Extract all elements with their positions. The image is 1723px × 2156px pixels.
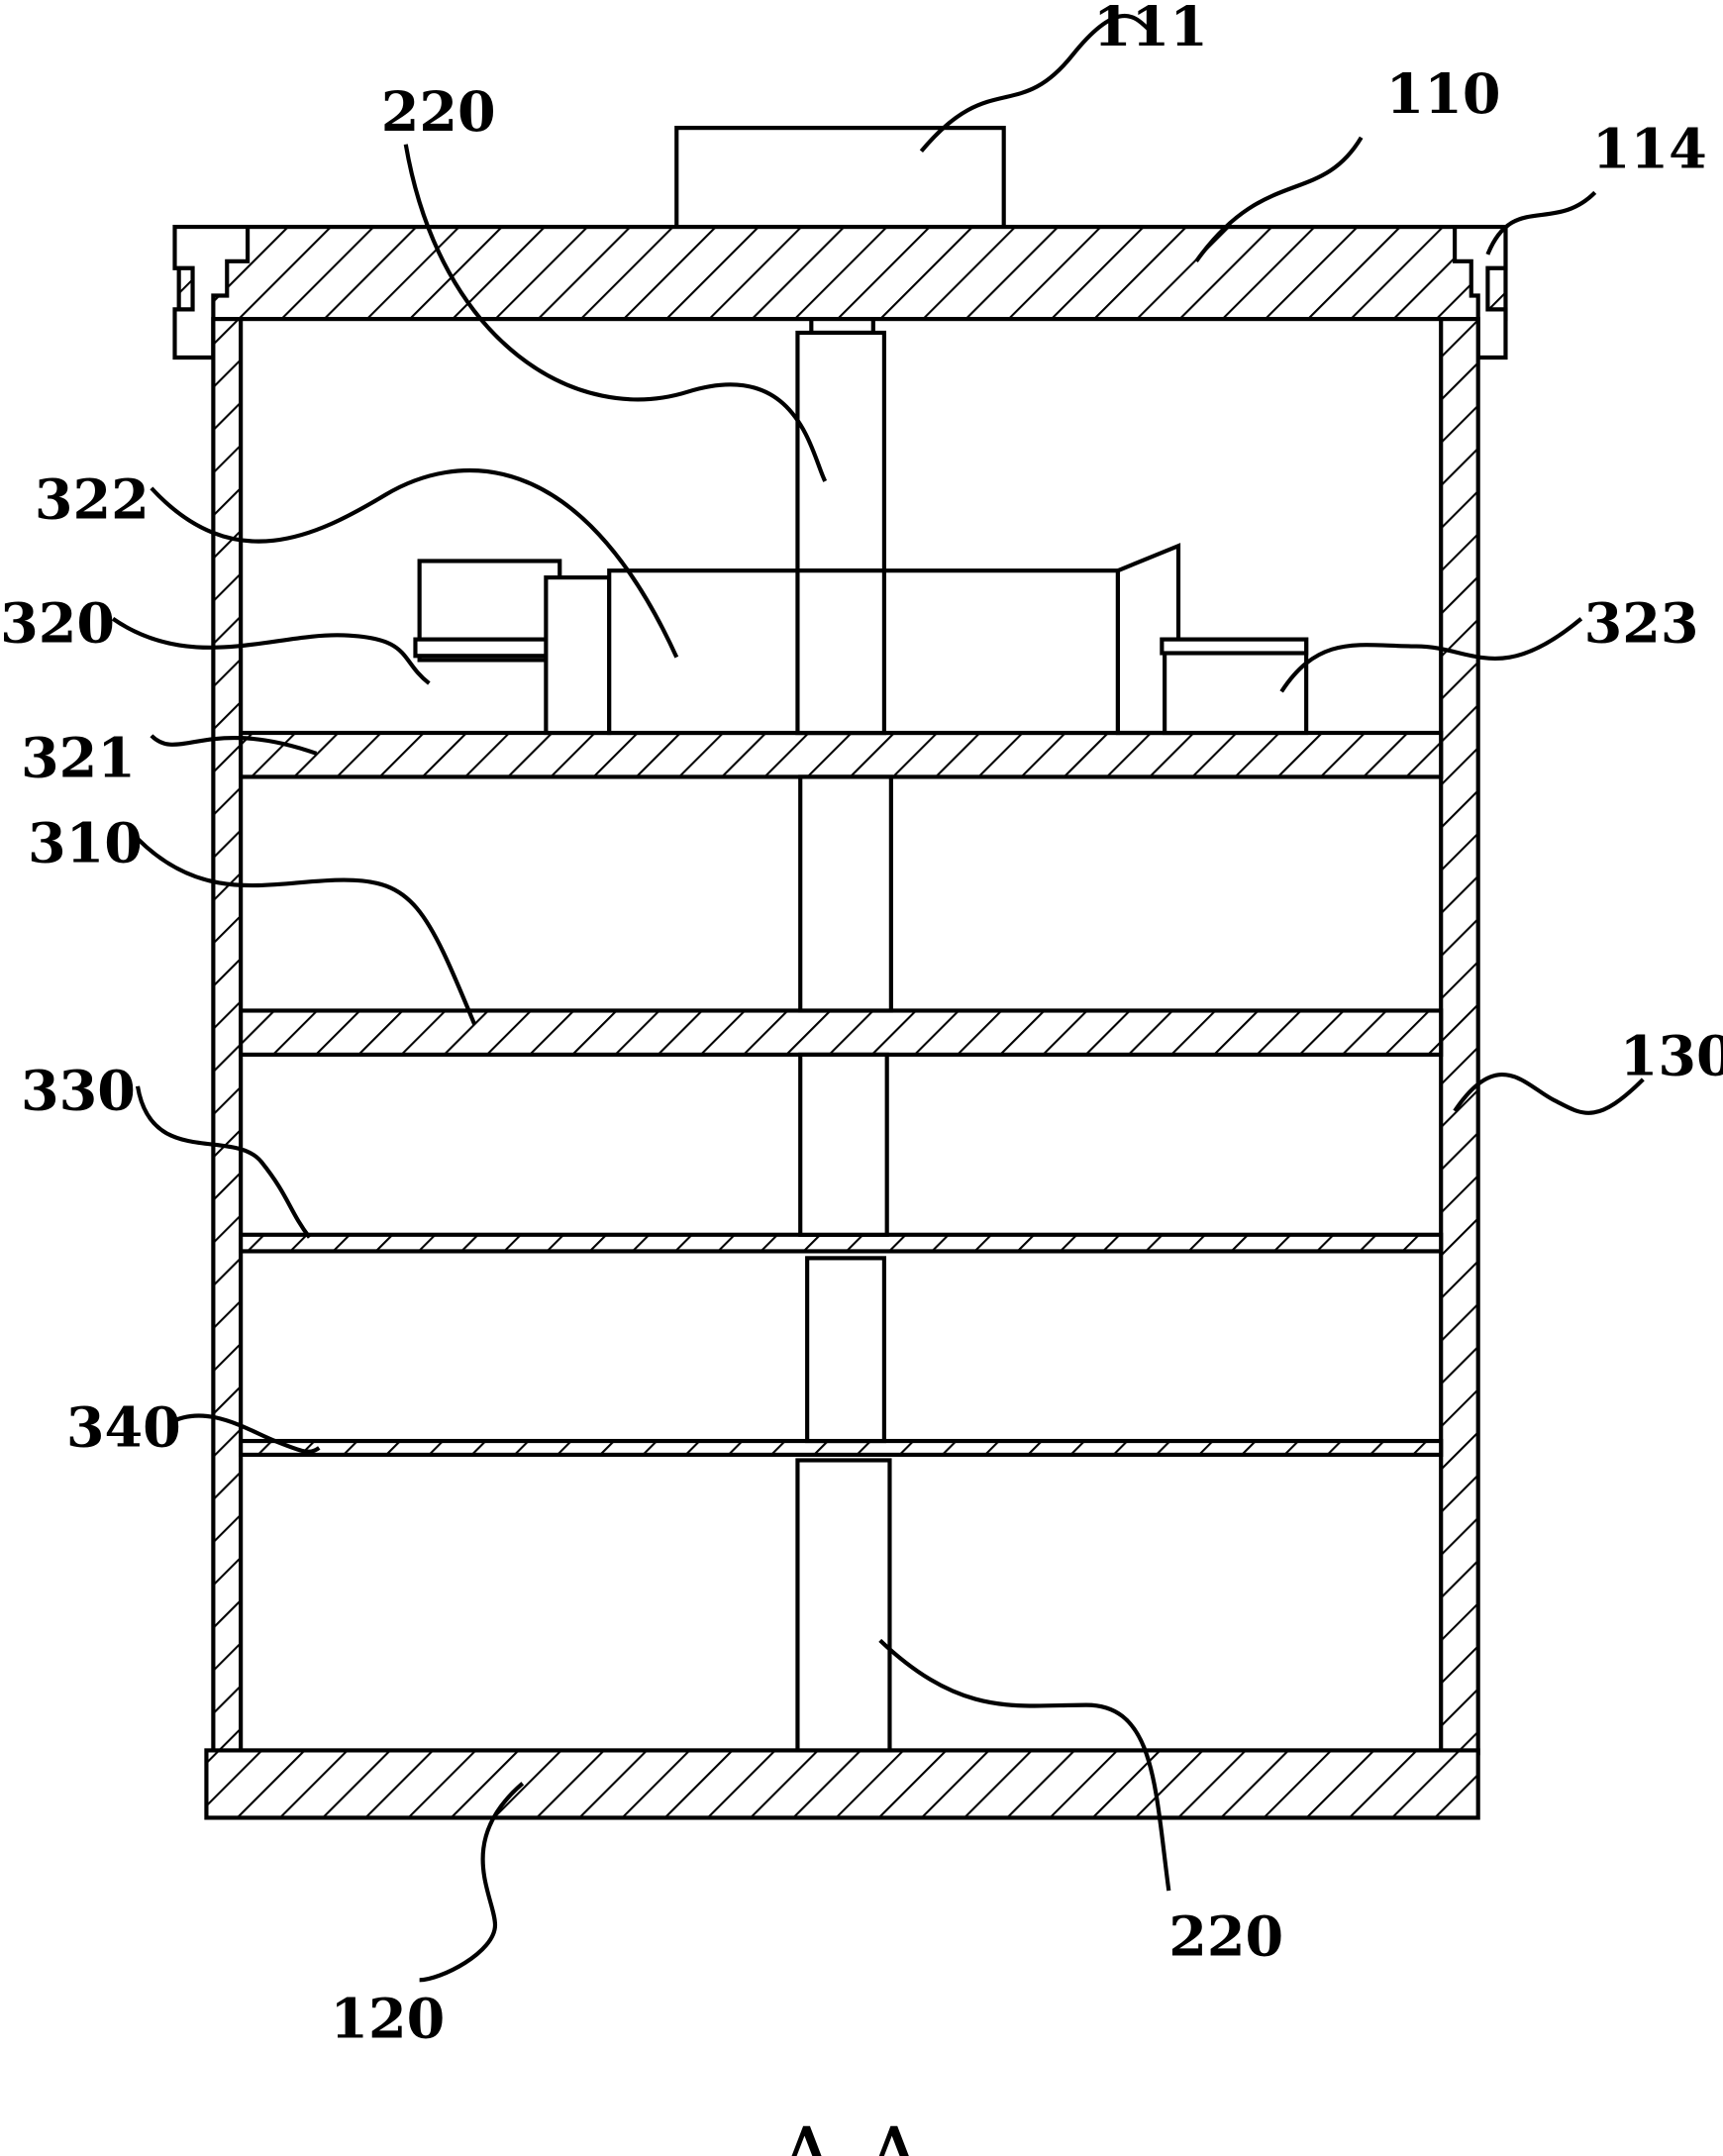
label-340: 340 bbox=[66, 1396, 181, 1461]
label-330: 330 bbox=[21, 1059, 136, 1123]
label-310: 310 bbox=[28, 812, 143, 876]
base-120 bbox=[204, 1748, 1480, 1820]
label-220-bottom: 220 bbox=[1168, 1904, 1283, 1969]
label-120: 120 bbox=[330, 1988, 445, 2052]
label-320: 320 bbox=[0, 591, 115, 656]
label-323: 323 bbox=[1584, 591, 1699, 656]
shelf-330 bbox=[239, 1232, 1444, 1254]
motor-322 bbox=[413, 543, 1309, 736]
shaft-220-bottom bbox=[795, 1458, 892, 1753]
label-110: 110 bbox=[1386, 62, 1501, 127]
top-cover-110 bbox=[176, 225, 1508, 322]
shelf-310 bbox=[239, 1008, 1444, 1057]
label-322: 322 bbox=[35, 467, 150, 532]
shaft-segment bbox=[798, 774, 893, 1013]
top-box-111 bbox=[674, 126, 1006, 230]
label-114: 114 bbox=[1592, 117, 1707, 181]
shaft-segment bbox=[798, 1052, 889, 1237]
section-label: A-A bbox=[776, 2110, 925, 2156]
label-111: 111 bbox=[1093, 0, 1208, 59]
label-220-top: 220 bbox=[381, 80, 496, 145]
shelf-321 bbox=[239, 730, 1444, 779]
label-321: 321 bbox=[21, 726, 136, 790]
label-130: 130 bbox=[1620, 1025, 1723, 1089]
shelf-340 bbox=[239, 1438, 1444, 1458]
shaft-segment bbox=[805, 1256, 886, 1444]
side-wall-right-130 bbox=[1439, 317, 1480, 1756]
